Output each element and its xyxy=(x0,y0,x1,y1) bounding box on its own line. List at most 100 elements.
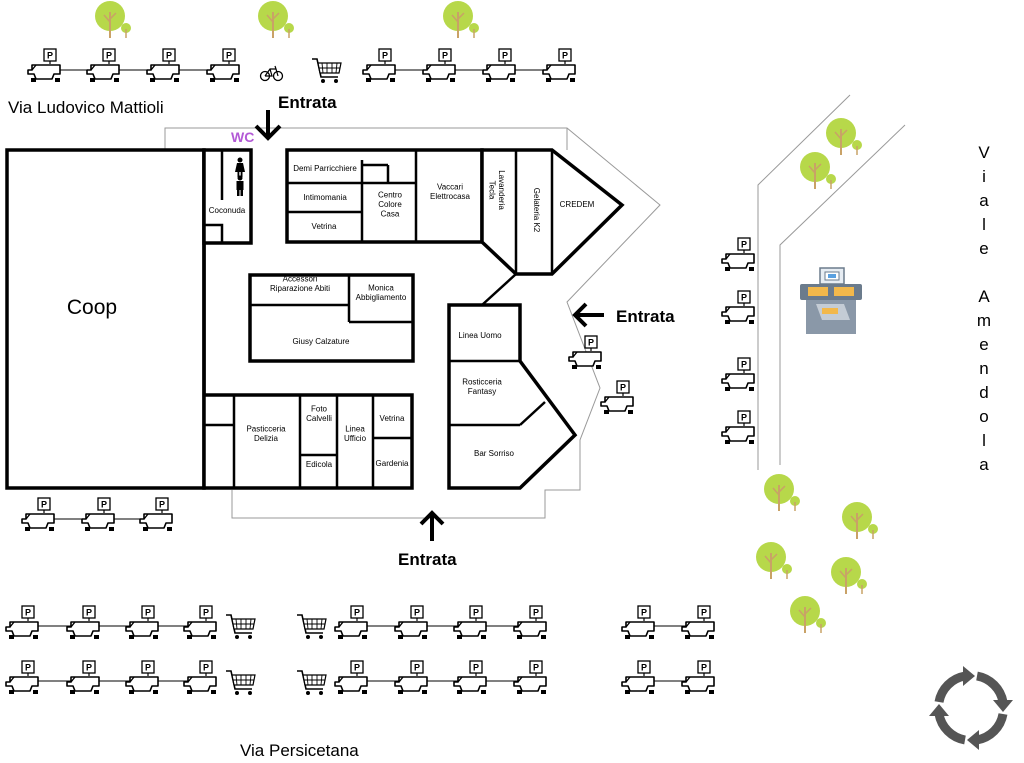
entrance-bottom-label: Entrata xyxy=(398,550,457,569)
shop-label-line: Gelateria K2 xyxy=(532,188,541,233)
shop-label-giusy-calzature: Giusy Calzature xyxy=(293,337,350,346)
shop-label-line: Centro xyxy=(378,191,403,200)
parking-car-icon xyxy=(721,237,755,272)
shop-label-line: Accessori xyxy=(283,274,318,283)
street-letter: m xyxy=(977,311,991,330)
shop-label-edicola: Edicola xyxy=(306,460,333,469)
street-letter: e xyxy=(979,239,988,258)
entrance-bottom[interactable]: Entrata xyxy=(398,510,457,569)
entrance-right[interactable]: Entrata xyxy=(572,302,675,328)
tree-icon xyxy=(799,151,837,190)
tree-icon xyxy=(763,473,801,512)
shop-label-line: Intimomania xyxy=(303,193,347,202)
shop-coconuda xyxy=(202,148,253,245)
shop-label-line: Edicola xyxy=(306,460,333,469)
atm-machine-icon xyxy=(800,267,862,334)
shop-label-demi-parrucchiere: Demi Parricchiere xyxy=(293,164,357,173)
shopping-cart-icon xyxy=(225,670,256,696)
shop-coop xyxy=(5,148,206,490)
street-letter: i xyxy=(982,167,986,186)
tree-icon xyxy=(257,0,295,39)
shop-label-coconuda: Coconuda xyxy=(209,206,246,215)
parking-car-icon xyxy=(86,48,120,83)
shop-label-line: Calvelli xyxy=(306,414,332,423)
parking-car-icon xyxy=(66,605,100,640)
shop-label-line: Coconuda xyxy=(209,206,246,215)
road-viale-amendola xyxy=(757,94,906,470)
parking-top-row xyxy=(27,48,576,83)
shop-label-gardenia: Gardenia xyxy=(376,459,409,468)
parking-car-icon xyxy=(621,660,655,695)
bicycle-icon xyxy=(259,65,284,82)
street-label-via-persicetana: Via Persicetana xyxy=(240,741,359,760)
shopping-cart-icon xyxy=(225,614,256,640)
parking-car-icon xyxy=(206,48,240,83)
shop-label-linea-uomo: Linea Uomo xyxy=(458,331,502,340)
parking-car-icon xyxy=(5,660,39,695)
parking-car-icon xyxy=(621,605,655,640)
street-letter: n xyxy=(979,359,988,378)
shop-label-line: Ufficio xyxy=(344,434,367,443)
parking-east xyxy=(568,237,755,445)
shop-label-line: Demi Parricchiere xyxy=(293,164,357,173)
shop-label-bar-sorriso: Bar Sorriso xyxy=(474,449,515,458)
parking-car-icon xyxy=(334,660,368,695)
shopping-cart-icon xyxy=(311,58,342,84)
outer-walkway xyxy=(164,127,661,519)
parking-car-icon xyxy=(600,380,634,415)
shop-label-line: Linea xyxy=(345,424,365,433)
parking-coop-south xyxy=(21,497,173,532)
woman-icon xyxy=(235,157,245,177)
street-letter: l xyxy=(982,431,986,450)
shop-label-line: Fantasy xyxy=(468,387,496,396)
parking-car-icon xyxy=(139,497,173,532)
parking-car-icon xyxy=(721,410,755,445)
street-letter: o xyxy=(979,407,988,426)
shopping-cart-icon xyxy=(296,670,327,696)
shop-label-line: Vetrina xyxy=(312,222,337,231)
tree-icon xyxy=(830,556,868,595)
street-letter: a xyxy=(979,455,989,474)
parking-car-icon xyxy=(513,660,547,695)
parking-car-icon xyxy=(362,48,396,83)
shopping-cart-icon xyxy=(296,614,327,640)
parking-bottom-rows xyxy=(5,605,715,696)
shop-label-gelateria-k2: Gelateria K2 xyxy=(532,188,541,233)
shop-label-line: Pasticceria xyxy=(246,424,286,433)
parking-car-icon xyxy=(21,497,55,532)
shop-label-line: Gardenia xyxy=(376,459,409,468)
shop-label-line: Giusy Calzature xyxy=(293,337,350,346)
shop-label-intimomania: Intimomania xyxy=(303,193,347,202)
street-letter: d xyxy=(979,383,988,402)
arrow-left-icon xyxy=(572,302,604,328)
arrow-up-icon xyxy=(419,510,445,541)
shop-label-line: Vetrina xyxy=(380,414,405,423)
roundabout-icon xyxy=(929,666,1013,750)
shop-label-line: CREDEM xyxy=(560,200,595,209)
parking-car-icon xyxy=(125,660,159,695)
street-label-via-ludovico-mattioli: Via Ludovico Mattioli xyxy=(8,98,164,117)
street-letter: a xyxy=(979,191,989,210)
shop-label-line: Colore xyxy=(378,200,402,209)
parking-car-icon xyxy=(334,605,368,640)
tree-icon xyxy=(94,0,132,39)
wc-label: WC xyxy=(231,129,254,145)
shop-label-line: Coop xyxy=(67,296,117,319)
street-letter: e xyxy=(979,335,988,354)
shop-label-line: Linea Uomo xyxy=(458,331,502,340)
tree-icon xyxy=(755,541,793,580)
parking-car-icon xyxy=(542,48,576,83)
shop-label-line: Abbigliamento xyxy=(356,293,407,302)
parking-car-icon xyxy=(394,660,428,695)
parking-car-icon xyxy=(66,660,100,695)
restroom-icon: WC xyxy=(231,129,254,196)
entrance-top[interactable]: Entrata xyxy=(254,93,337,141)
shop-label-coop: Coop xyxy=(67,296,117,319)
parking-car-icon xyxy=(568,335,602,370)
parking-car-icon xyxy=(5,605,39,640)
street-letter: l xyxy=(982,215,986,234)
